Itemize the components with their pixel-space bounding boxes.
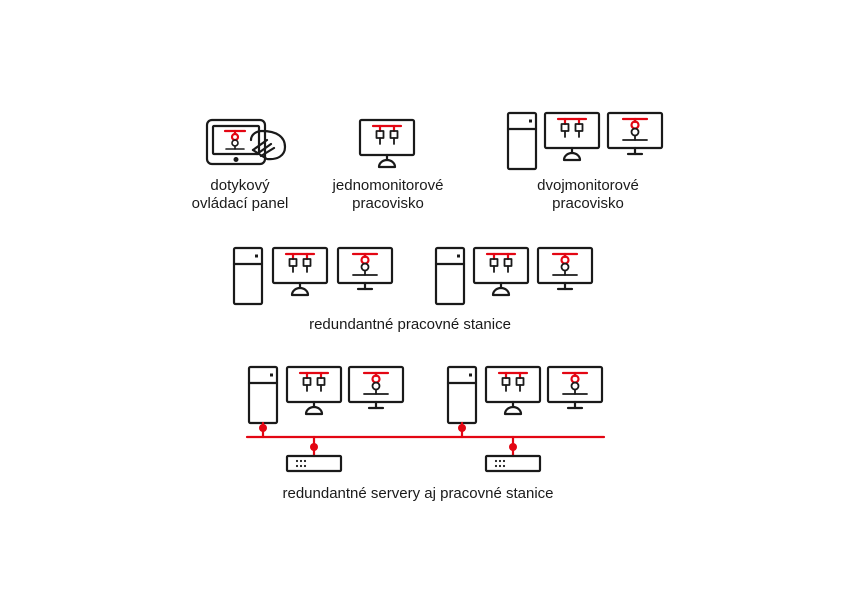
label-dual-monitor-2: pracovisko — [552, 195, 624, 212]
monitor-icon — [271, 246, 329, 297]
monitor-icon — [336, 246, 394, 291]
touch-panel-icon — [205, 118, 287, 166]
label-redundant-workstations: redundantné pracovné stanice — [309, 316, 511, 333]
tower-pc-icon — [232, 246, 264, 306]
label-single-monitor-1: jednomonitorové — [332, 177, 444, 194]
label-single-monitor-2: pracovisko — [352, 195, 424, 212]
label-redundant-servers: redundantné servery aj pracovné stanice — [283, 485, 554, 502]
monitor-icon — [484, 365, 542, 416]
tower-pc-icon — [506, 111, 538, 171]
monitor-icon — [347, 365, 405, 410]
network-bus — [245, 421, 606, 458]
tower-pc-icon — [247, 365, 279, 425]
monitor-icon — [536, 246, 594, 291]
label-dual-monitor-1: dvojmonitorové — [537, 177, 639, 194]
label-touch-panel-1: dotykový — [210, 177, 270, 194]
monitor-icon — [606, 111, 664, 156]
monitor-icon — [358, 118, 416, 169]
tower-pc-icon — [434, 246, 466, 306]
server-icon — [484, 454, 542, 473]
monitor-icon — [472, 246, 530, 297]
monitor-icon — [543, 111, 601, 162]
monitor-icon — [285, 365, 343, 416]
monitor-icon — [546, 365, 604, 410]
label-touch-panel-2: ovládací panel — [192, 195, 289, 212]
server-icon — [285, 454, 343, 473]
tower-pc-icon — [446, 365, 478, 425]
